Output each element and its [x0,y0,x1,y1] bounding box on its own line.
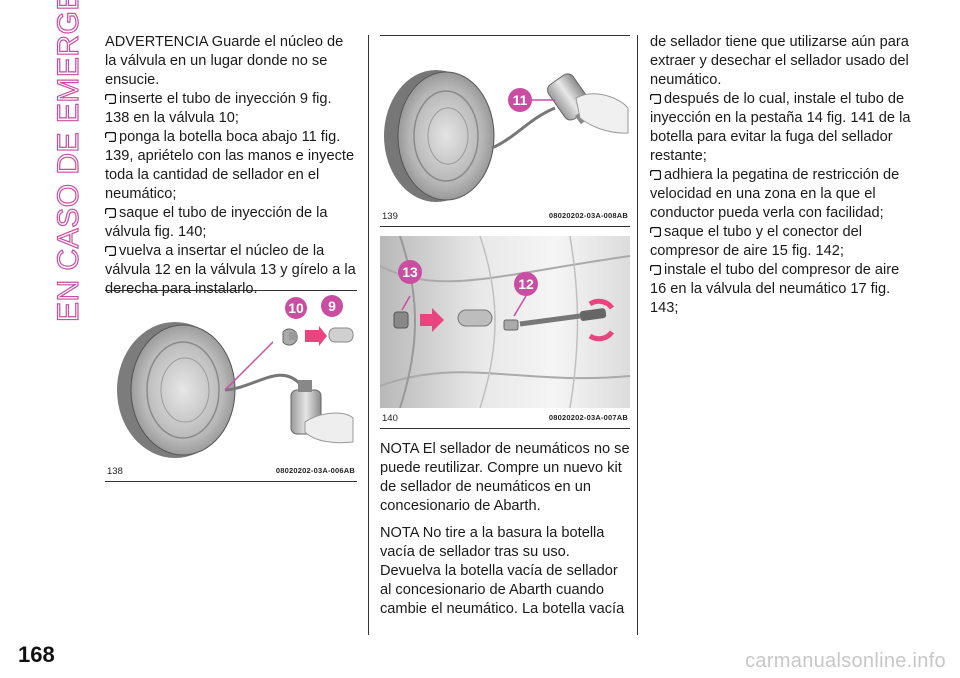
figure-138-caption: 138 08020202-03A-006AB [107,466,355,478]
note-paragraph: NOTA El sellador de neumáticos no se pue… [380,441,630,514]
tire-valve-illustration: 10 9 [117,294,357,458]
figure-code: 08020202-03A-008AB [548,211,628,220]
valve-core-illustration: 13 12 [380,236,630,408]
continued-paragraph: de sellador tiene que utilizarse aún par… [650,34,909,88]
bullet-item: después de lo cual, instale el tubo de i… [650,91,911,164]
note-paragraph: NOTA No tire a la basura la botella vací… [380,525,625,617]
watermark: carmanualsonline.info [745,650,946,672]
bullet-item: vuelva a insertar el núcleo de la válvul… [105,243,356,297]
bullet-item: adhiera la pegatina de restricción de ve… [650,167,900,221]
page-number: 168 [18,642,55,667]
bullet-icon [650,227,661,237]
column-divider-1 [368,35,369,635]
bullet-item: saque el tubo de inyección de la válvula… [105,205,328,240]
figure-138-top-rule [105,290,357,291]
figure-number: 140 [382,413,398,424]
bullet-icon [105,208,116,218]
figure-code: 08020202-03A-007AB [548,413,628,422]
bullet-icon [650,170,661,180]
figure-number: 139 [382,211,398,222]
figure-139-top-rule [380,35,630,36]
callout-label: 12 [518,276,534,292]
callout-label: 13 [402,264,418,280]
bullet-icon [650,94,661,104]
column-2-notes: NOTA El sellador de neumáticos no se pue… [380,440,630,619]
bullet-icon [105,246,116,256]
figure-140-caption: 140 08020202-03A-007AB [382,413,628,425]
bullet-icon [650,265,661,275]
chapter-title: EN CASO DE EMERGENCIA [51,0,85,323]
bullet-icon [105,132,116,142]
bullet-item: saque el tubo y el conector del compreso… [650,224,862,259]
bullet-item: ponga la botella boca abajo 11 fig. 139,… [105,129,355,202]
figure-139: 11 [380,38,630,206]
figure-140: 13 12 [380,236,630,408]
column-divider-2 [637,35,638,635]
figure-138-bottom-rule [105,481,357,482]
column-3: de sellador tiene que utilizarse aún par… [650,33,912,318]
column-1: ADVERTENCIA Guarde el núcleo de la válvu… [105,33,357,299]
figure-number: 138 [107,466,123,477]
figure-code: 08020202-03A-006AB [275,466,355,475]
callout-label: 11 [513,92,528,108]
callout-label: 10 [288,300,304,316]
bullet-icon [105,94,116,104]
bottle-inject-illustration: 11 [384,70,629,202]
figure-140-bottom-rule [380,428,630,429]
bullet-item: instale el tubo del compresor de aire 16… [650,262,900,316]
warning-paragraph: ADVERTENCIA Guarde el núcleo de la válvu… [105,34,344,88]
figure-138: 10 9 [105,292,357,462]
figure-139-caption: 139 08020202-03A-008AB [382,211,628,223]
figure-139-bottom-rule [380,226,630,227]
bullet-item: inserte el tubo de inyección 9 fig. 138 … [105,91,332,126]
callout-label: 9 [328,298,336,314]
